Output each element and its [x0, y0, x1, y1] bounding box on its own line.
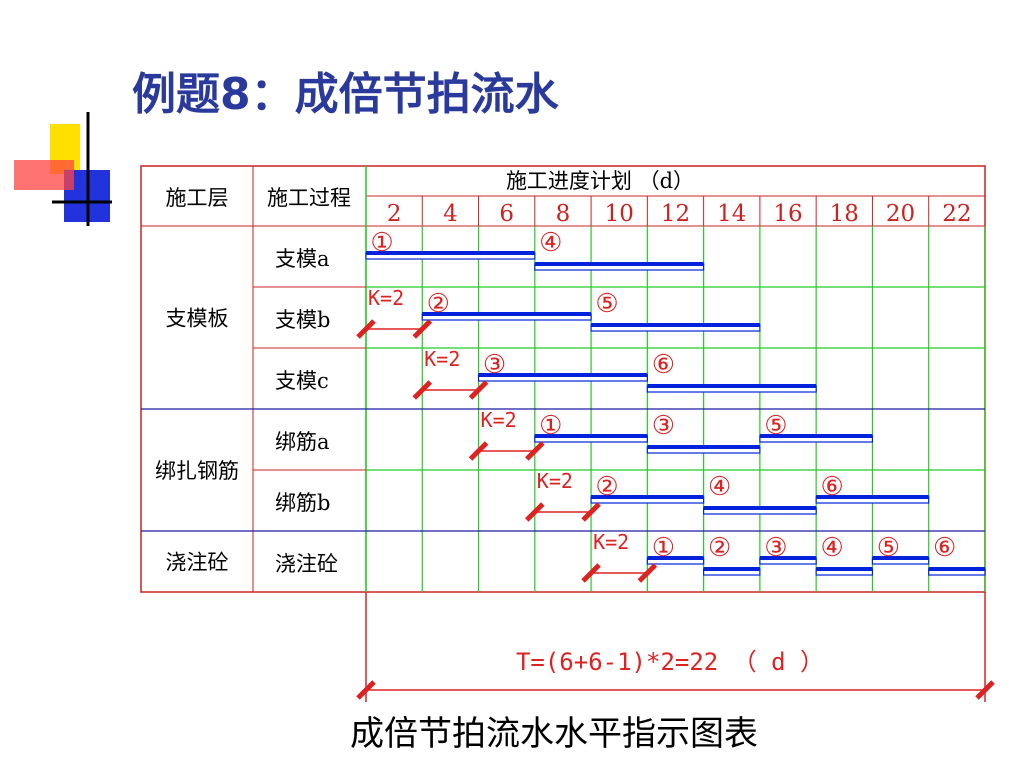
task-label: ⑤	[595, 289, 618, 319]
task-label: ③	[652, 411, 675, 441]
chart-caption: 成倍节拍流水水平指示图表	[350, 714, 758, 754]
process-label: 绑筋a	[275, 430, 330, 454]
day-label: 18	[830, 201, 859, 227]
step-label: K=2	[368, 286, 404, 310]
step-tick-end	[468, 380, 489, 400]
day-label: 10	[605, 201, 634, 227]
header-process: 施工过程	[267, 186, 351, 210]
day-scale: 2 4 6 8 10 12 14 16 18 20 22	[387, 201, 972, 227]
total-formula: T=(6+6-1)*2=22 （ d ）	[516, 648, 824, 676]
step-tick-end	[637, 563, 658, 583]
day-label: 4	[443, 201, 458, 227]
step-tick-start	[468, 441, 489, 461]
task-label: ⑥	[652, 350, 675, 380]
total-duration: T=(6+6-1)*2=22 （ d ）	[356, 592, 995, 702]
day-label: 12	[661, 201, 690, 227]
task-label: ①	[539, 411, 562, 441]
day-label: 6	[499, 201, 514, 227]
task-label: ④	[821, 533, 844, 563]
group-label: 浇注砼	[166, 551, 229, 575]
task-label: ①	[652, 533, 675, 563]
step-label: K=2	[481, 408, 517, 432]
page-title: 例题8：成倍节拍流水	[132, 69, 559, 120]
day-label: 8	[556, 201, 571, 227]
task-label: ④	[708, 472, 731, 502]
process-label: 支模a	[275, 247, 330, 271]
process-label: 支模c	[275, 369, 329, 393]
step-tick-end	[412, 319, 433, 339]
total-tick-end	[975, 680, 995, 700]
day-label: 22	[942, 201, 971, 227]
task-label: ⑤	[877, 533, 900, 563]
task-label: ⑥	[821, 472, 844, 502]
step-tick-end	[525, 441, 545, 461]
header-layer: 施工层	[166, 186, 229, 210]
task-label: ②	[595, 472, 618, 502]
step-tick-start	[581, 563, 601, 583]
task-label: ①	[370, 228, 393, 258]
day-label: 2	[387, 201, 402, 227]
day-label: 14	[717, 201, 746, 227]
group-label: 绑扎钢筋	[155, 459, 239, 483]
step-label: K=2	[537, 469, 573, 493]
process-label: 绑筋b	[275, 491, 330, 515]
task-label: ④	[539, 228, 562, 258]
process-label: 浇注砼	[275, 552, 338, 576]
step-markers: K=2K=2K=2K=2K=2	[356, 286, 658, 583]
step-tick-end	[581, 502, 601, 522]
task-bars: ① ④ ② ⑤ ③ ⑥ ① ③ ⑤ ② ④ ⑥ ① ② ③ ④ ⑤ ⑥	[365, 228, 986, 576]
schedule-grid	[140, 165, 986, 593]
corner-decoration	[14, 112, 112, 226]
task-label: ⑥	[933, 533, 956, 563]
task-label: ⑤	[764, 411, 787, 441]
task-label: ③	[483, 350, 506, 380]
process-label: 支模b	[275, 308, 330, 332]
task-label: ②	[708, 533, 731, 563]
task-label: ②	[427, 289, 450, 319]
step-tick-start	[412, 380, 433, 400]
step-label: K=2	[424, 347, 460, 371]
table-headers: 施工层 施工过程 施工进度计划 （d）	[166, 169, 695, 210]
task-label: ③	[764, 533, 787, 563]
day-label: 20	[886, 201, 915, 227]
day-label: 16	[773, 201, 802, 227]
step-label: K=2	[593, 530, 629, 554]
red-bar	[14, 160, 74, 190]
header-schedule: 施工进度计划 （d）	[506, 169, 694, 193]
step-tick-start	[356, 319, 376, 339]
step-tick-start	[525, 502, 545, 522]
total-tick-start	[356, 680, 376, 700]
group-label: 支模板	[166, 307, 229, 331]
